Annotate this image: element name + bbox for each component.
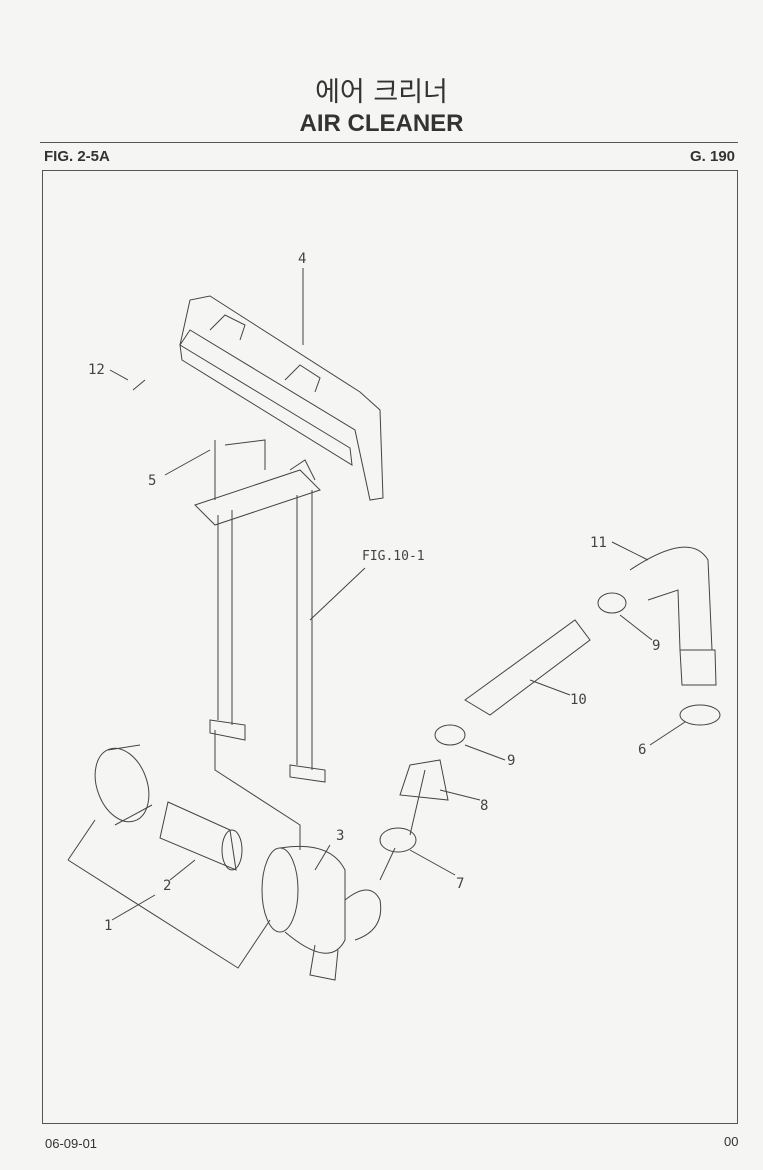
figure-reference: FIG.10-1 [362, 549, 425, 564]
figure-number: FIG. 2-5A [44, 148, 110, 165]
diagram-frame [42, 170, 738, 1124]
callout-9-lower: 9 [507, 753, 515, 769]
callout-9-upper: 9 [652, 638, 660, 654]
group-number: G. 190 [689, 148, 735, 165]
callout-7: 7 [456, 876, 464, 892]
callout-8: 8 [480, 798, 488, 814]
callout-6: 6 [638, 742, 646, 758]
reference-leader [309, 567, 366, 621]
part-4-bracket [179, 268, 384, 501]
callout-2: 2 [163, 878, 171, 894]
page-title: AIR CLEANER [299, 110, 464, 137]
callout-10: 10 [570, 692, 587, 708]
hose-assembly [379, 541, 721, 881]
page-title-korean: 에어 크리너 [315, 77, 448, 108]
part-1-air-cleaner [67, 744, 382, 981]
part-12-screw [109, 369, 146, 391]
part-2-filter-element [159, 801, 243, 881]
callout-12: 12 [88, 362, 105, 378]
footer-date: 06-09-01 [45, 1136, 98, 1151]
footer-revision: 00 [724, 1134, 739, 1149]
header-divider [40, 142, 738, 143]
part-3-strap-leader [314, 844, 331, 871]
callout-4: 4 [298, 251, 306, 267]
callout-1: 1 [104, 918, 112, 934]
part-5-support-bracket [164, 439, 326, 850]
callout-5: 5 [148, 473, 156, 489]
callout-11: 11 [590, 535, 607, 551]
callout-3: 3 [336, 828, 344, 844]
